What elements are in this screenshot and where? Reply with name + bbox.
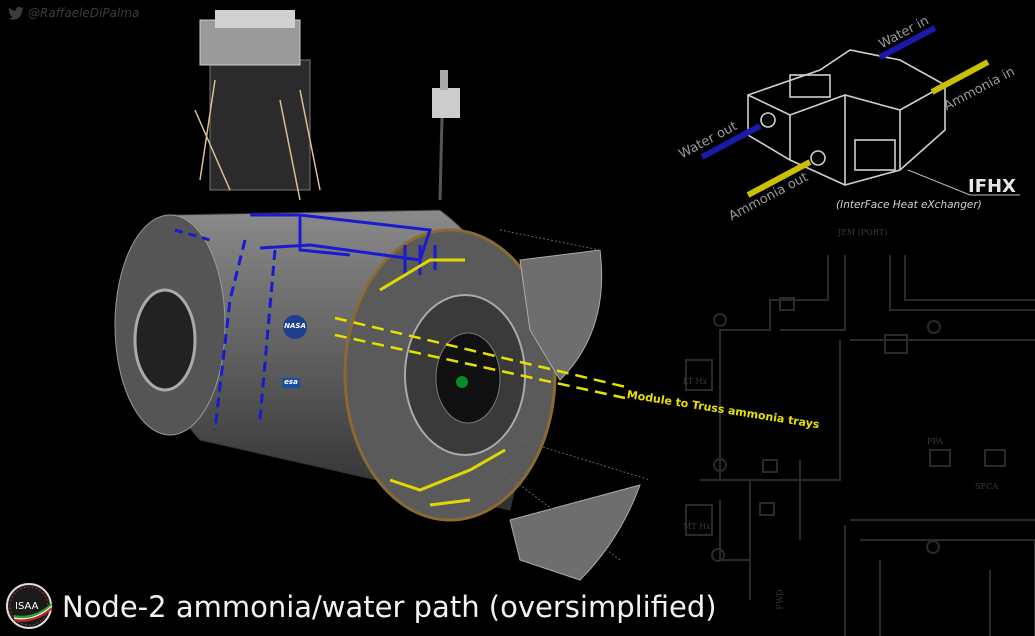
water-path-lines <box>174 213 437 431</box>
ammonia-path-lines <box>379 258 506 507</box>
esa-marking-text: esa <box>284 378 298 386</box>
ifhx-subtitle: (InterFace Heat eXchanger) <box>836 199 982 211</box>
schematic-label-ppa: PPA <box>927 437 943 446</box>
isaa-logo: ISAA <box>6 583 53 629</box>
ammonia-in-pipe <box>930 59 990 95</box>
author-credit: @RaffaeleDiPalma <box>8 6 139 20</box>
top-tower <box>194 10 460 201</box>
truss-tray-dashed-lines <box>334 316 631 400</box>
schematic-label-lt-hx: LT Hx <box>683 377 708 386</box>
schematic-label-sfca: SFCA <box>975 482 998 491</box>
page-title: Node-2 ammonia/water path (oversimplifie… <box>62 590 717 624</box>
twitter-bird-icon <box>8 6 24 20</box>
author-handle: @RaffaeleDiPalma <box>28 6 140 20</box>
isaa-logo-text: ISAA <box>15 601 39 612</box>
water-in-pipe <box>878 25 937 60</box>
ifhx-diagram <box>700 25 1020 198</box>
ifhx-name: IFHX <box>968 176 1016 197</box>
schematic-label-jem-port: JEM (PORT) <box>838 228 888 237</box>
nasa-marking-text: NASA <box>284 322 306 330</box>
schematic-label-mt-hx: MT Hx <box>683 522 711 531</box>
nasa-logo <box>283 315 307 339</box>
esa-logo <box>282 378 300 388</box>
water-out-pipe <box>700 123 762 160</box>
ammonia-out-pipe <box>746 159 812 198</box>
